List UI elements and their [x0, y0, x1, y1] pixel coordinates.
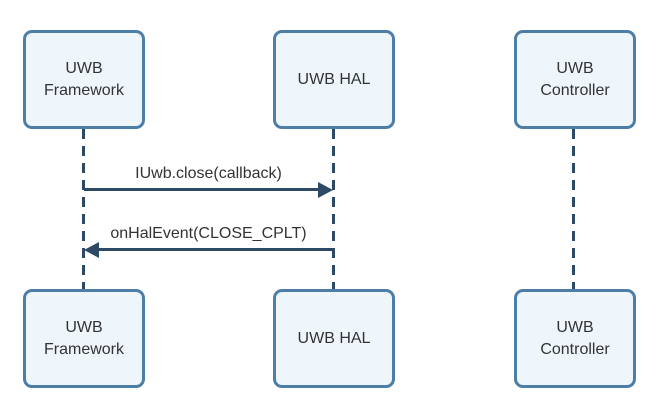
actor-label: UWB HAL — [297, 329, 371, 347]
actor-box-uwb-framework-top: UWB Framework — [23, 30, 145, 129]
actor-label: UWB Framework — [43, 318, 124, 358]
actor-box-uwb-framework-bottom: UWB Framework — [23, 289, 145, 388]
actor-label: UWB Framework — [43, 59, 124, 99]
message-label-onhalevent: onHalEvent(CLOSE_CPLT) — [110, 225, 307, 242]
lifeline-uwb-hal — [332, 129, 335, 290]
actor-label: UWB HAL — [297, 70, 371, 88]
actor-label: UWB Controller — [540, 59, 610, 99]
arrowhead-right-icon — [318, 181, 333, 198]
message-arrow-line-onhalevent — [98, 248, 333, 251]
actor-box-uwb-hal-top: UWB HAL — [273, 30, 395, 129]
actor-box-uwb-controller-top: UWB Controller — [514, 30, 636, 129]
lifeline-uwb-controller — [572, 129, 575, 290]
message-arrow-line-iuwb-close — [84, 188, 320, 191]
actor-box-uwb-hal-bottom: UWB HAL — [273, 289, 395, 388]
arrowhead-left-icon — [84, 241, 99, 258]
lifeline-uwb-framework — [82, 129, 85, 290]
actor-label: UWB Controller — [540, 318, 610, 358]
message-label-iuwb-close: IUwb.close(callback) — [135, 165, 282, 182]
actor-box-uwb-controller-bottom: UWB Controller — [514, 289, 636, 388]
